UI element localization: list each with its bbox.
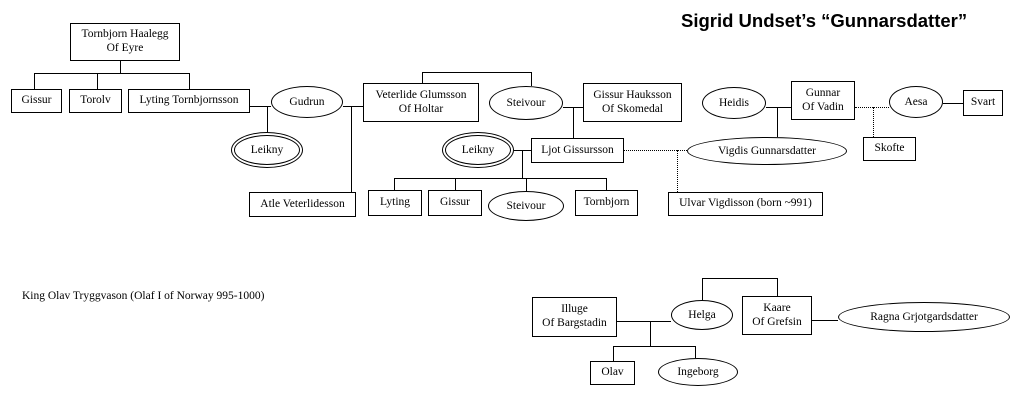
node-leikny-mid: Leikny (445, 135, 511, 165)
node-torolv: Torolv (69, 89, 122, 113)
node-label: Lyting (379, 196, 411, 209)
diagram-title: Sigrid Undset’s “Gunnarsdatter” (681, 10, 968, 31)
node-vigdis-gunnarsdatter: Vigdis Gunnarsdatter (687, 137, 847, 165)
connector-dotted (677, 150, 678, 192)
node-label: Torolv (80, 94, 111, 107)
node-label: Steivour (506, 199, 546, 212)
node-label: Gunnar Of Vadin (802, 86, 844, 113)
node-tornbjorn-jr: Tornbjorn (575, 190, 638, 216)
node-label: Gissur (439, 196, 471, 209)
connector-solid (120, 61, 121, 73)
node-atle-veterlidesson: Atle Veterlidesson (249, 192, 356, 217)
node-label: Tornbjorn (583, 196, 630, 209)
connector-dotted (873, 107, 874, 137)
connector-solid (351, 106, 352, 192)
node-label: Heidis (718, 96, 750, 109)
connector-solid (343, 106, 363, 107)
connector-solid (422, 72, 423, 83)
node-label: Svart (970, 96, 996, 109)
connector-solid (650, 321, 651, 346)
node-heidis: Heidis (702, 87, 766, 119)
node-label: Ljot Gissursson (541, 143, 614, 156)
node-label: Gissur (21, 94, 52, 107)
connector-solid (250, 106, 271, 107)
node-tornbjorn-haalegg: Tornbjorn Haalegg Of Eyre (70, 23, 180, 61)
node-skofte: Skofte (863, 137, 916, 161)
connector-solid (267, 106, 268, 132)
node-lyting-tornbjornsson: Lyting Tornbjornsson (128, 89, 250, 113)
connector-solid (766, 107, 791, 108)
node-label: Vigdis Gunnarsdatter (718, 144, 816, 157)
node-label: Ingeborg (677, 365, 719, 378)
connector-solid (777, 107, 778, 137)
node-label: Helga (688, 308, 716, 321)
connector-solid (702, 278, 703, 300)
node-svart: Svart (963, 90, 1003, 116)
node-label: Atle Veterlidesson (260, 197, 345, 210)
node-label: Ulvar Vigdisson (born ~991) (679, 197, 812, 210)
connector-solid (606, 178, 607, 190)
connector-solid (777, 278, 778, 296)
connector-solid (702, 278, 777, 279)
connector-solid (394, 178, 395, 190)
connector-solid (394, 178, 607, 179)
connector-solid (531, 72, 532, 86)
node-label: Aesa (904, 95, 928, 108)
node-label: Lyting Tornbjornsson (139, 94, 239, 107)
connector-solid (613, 346, 695, 347)
node-gissur-jr: Gissur (428, 190, 482, 216)
connector-solid (97, 73, 98, 89)
node-helga: Helga (671, 300, 733, 330)
node-gunnar-of-vadin: Gunnar Of Vadin (791, 81, 855, 120)
node-label: Gudrun (289, 95, 325, 108)
node-kaare-of-grefsin: Kaare Of Grefsin (742, 296, 812, 335)
connector-dotted (855, 107, 889, 108)
node-gudrun: Gudrun (271, 86, 343, 118)
node-aesa: Aesa (889, 86, 943, 118)
connector-solid (455, 178, 456, 190)
connector-solid (522, 150, 523, 178)
node-label: Steivour (506, 96, 546, 109)
node-label: Tornbjorn Haalegg Of Eyre (81, 28, 169, 54)
node-olav: Olav (590, 361, 635, 385)
node-veterlide-glumsson: Veterlide Glumsson Of Holtar (363, 83, 479, 122)
node-label: Olav (601, 366, 624, 379)
connector-solid (617, 321, 671, 322)
node-gissur-hauksson: Gissur Hauksson Of Skomedal (583, 83, 682, 122)
connector-solid (943, 103, 963, 104)
node-ragna-grjotgardsdatter: Ragna Grjotgardsdatter (838, 302, 1010, 332)
node-ulvar-vigdisson: Ulvar Vigdisson (born ~991) (668, 192, 823, 216)
node-ingeborg: Ingeborg (658, 358, 738, 386)
node-label: Kaare Of Grefsin (752, 301, 802, 328)
connector-solid (613, 346, 614, 361)
connector-solid (695, 346, 696, 358)
node-leikny-left: Leikny (234, 135, 300, 165)
node-steivour-elder: Steivour (489, 86, 563, 120)
node-label: Ragna Grjotgardsdatter (870, 310, 978, 323)
node-label: Skofte (874, 142, 905, 155)
connector-solid (526, 178, 527, 191)
node-label: Leikny (461, 143, 495, 156)
connector-solid (34, 73, 190, 74)
node-label: Leikny (250, 143, 284, 156)
node-lyting-jr: Lyting (368, 190, 422, 216)
node-illuge-of-bargstadin: Illuge Of Bargstadin (532, 297, 617, 337)
node-ljot-gissursson: Ljot Gissursson (531, 138, 624, 163)
node-label: Illuge Of Bargstadin (542, 303, 607, 329)
connector-dotted (624, 150, 687, 151)
connector-solid (189, 73, 190, 89)
node-label: Gissur Hauksson Of Skomedal (593, 88, 672, 115)
node-gissur-sr: Gissur (11, 89, 62, 113)
connector-solid (573, 107, 574, 138)
king-olav-note: King Olav Tryggvason (Olaf I of Norway 9… (22, 290, 265, 302)
node-label: Veterlide Glumsson Of Holtar (375, 88, 467, 115)
connector-solid (422, 72, 531, 73)
connector-solid (34, 73, 35, 89)
node-steivour-younger: Steivour (488, 191, 564, 221)
connector-solid (812, 320, 838, 321)
